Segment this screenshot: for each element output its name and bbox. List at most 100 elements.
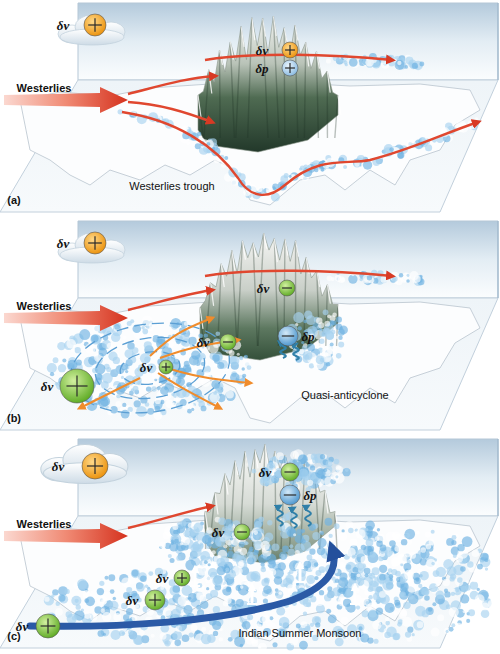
cloud-puff — [379, 565, 387, 573]
cloud-puff — [216, 558, 225, 567]
cloud-puff — [122, 366, 126, 370]
cloud-puff — [360, 633, 369, 642]
cloud-puff — [142, 329, 148, 335]
cloud-puff — [345, 521, 353, 529]
cloud-puff — [481, 610, 490, 619]
cloud-puff — [146, 386, 151, 391]
snow-streak — [285, 239, 288, 256]
mountain-ridge — [273, 16, 279, 138]
cloud-puff — [217, 362, 224, 369]
cloud-puff — [113, 613, 121, 621]
cloud-puff — [282, 546, 289, 553]
anticyclone-swirl — [65, 313, 236, 422]
cloud-puff — [485, 567, 488, 570]
cloud-puff — [258, 643, 267, 652]
cloud-puff — [339, 562, 346, 569]
cloud-puff — [85, 597, 95, 607]
westerly-flow — [205, 55, 392, 60]
cloud-puff — [424, 595, 430, 601]
cloud-puff — [301, 539, 306, 544]
mountain-ridge — [219, 50, 221, 138]
cloud-puff — [55, 608, 63, 616]
cloud-puff — [230, 537, 233, 540]
cloud-puff — [148, 571, 153, 576]
cloud-puff — [208, 568, 217, 577]
mountain-ridge — [237, 241, 242, 346]
cloud-puff — [275, 184, 279, 188]
cloud-puff — [451, 623, 455, 627]
cloud-puff — [50, 372, 54, 376]
cloud-puff — [100, 608, 105, 613]
mountain-ridge — [327, 71, 329, 138]
cloud-puff — [254, 589, 257, 592]
cloud-puff — [53, 357, 59, 363]
panel-a — [0, 3, 498, 212]
cloud-puff — [369, 610, 377, 618]
cloud-puff — [376, 608, 383, 615]
cloud-puff — [213, 606, 220, 613]
cloud-puff — [238, 584, 249, 595]
mountain-ridge — [335, 95, 338, 138]
cloud-cluster — [118, 109, 482, 202]
cloud-puff — [317, 538, 326, 547]
cloud-puff — [272, 183, 278, 189]
cloud-puff — [200, 551, 210, 561]
cloud-puff — [93, 325, 100, 332]
cloud-puff — [326, 332, 334, 340]
cloud-puff — [247, 557, 254, 564]
snow-streak — [274, 239, 277, 263]
cloud-puff — [123, 335, 127, 339]
cloud-puff — [422, 588, 430, 596]
cloud-puff — [320, 358, 324, 362]
cloud-puff — [446, 630, 449, 633]
cloud-puff — [97, 588, 104, 595]
cloud-puff — [263, 598, 268, 603]
cloud-puff — [187, 409, 192, 414]
cloud-puff — [115, 401, 121, 407]
cloud-puff — [352, 555, 356, 559]
cloud-puff — [379, 591, 386, 598]
cloud-puff — [111, 333, 120, 342]
panel-c — [0, 439, 500, 652]
cloud-puff — [449, 607, 459, 617]
cloud-puff — [212, 354, 220, 362]
cloud-puff — [186, 383, 190, 387]
snow-streak — [295, 25, 298, 41]
cloud-puff — [307, 555, 313, 561]
snow-streak — [317, 271, 320, 287]
cloud-puff — [252, 469, 257, 474]
cloud-puff — [385, 617, 389, 621]
snow-streak — [255, 450, 258, 469]
cloud-puff — [338, 341, 344, 347]
cloud-puff — [71, 348, 75, 352]
cloud-puff — [343, 165, 347, 169]
cloud-puff — [398, 609, 407, 618]
cloud-puff — [79, 329, 90, 340]
cloud-puff — [336, 324, 343, 331]
cloud-puff — [369, 573, 375, 579]
cloud-puff — [372, 620, 381, 629]
cloud-puff — [289, 175, 292, 178]
tibetan-plateau — [205, 444, 338, 563]
cloud-puff — [303, 611, 307, 615]
cloud-puff — [64, 589, 69, 594]
cloud-puff — [226, 391, 234, 399]
snow-streak — [263, 18, 266, 36]
cloud-puff — [327, 586, 332, 591]
cloud-puff — [370, 551, 376, 557]
cloud-puff — [472, 576, 478, 582]
cloud-puff — [460, 594, 469, 603]
mountain-ridge — [295, 25, 298, 138]
cloud-puff — [312, 457, 318, 463]
cloud-puff — [179, 626, 185, 632]
mountain-ridge — [248, 18, 252, 138]
cloud-puff — [66, 339, 76, 349]
cloud-puff — [392, 563, 397, 568]
cloud-puff — [419, 571, 429, 581]
cloud-puff — [470, 582, 478, 590]
cloud-puff — [208, 563, 211, 566]
cloud-puff — [451, 558, 454, 561]
cloud-puff — [189, 355, 199, 365]
